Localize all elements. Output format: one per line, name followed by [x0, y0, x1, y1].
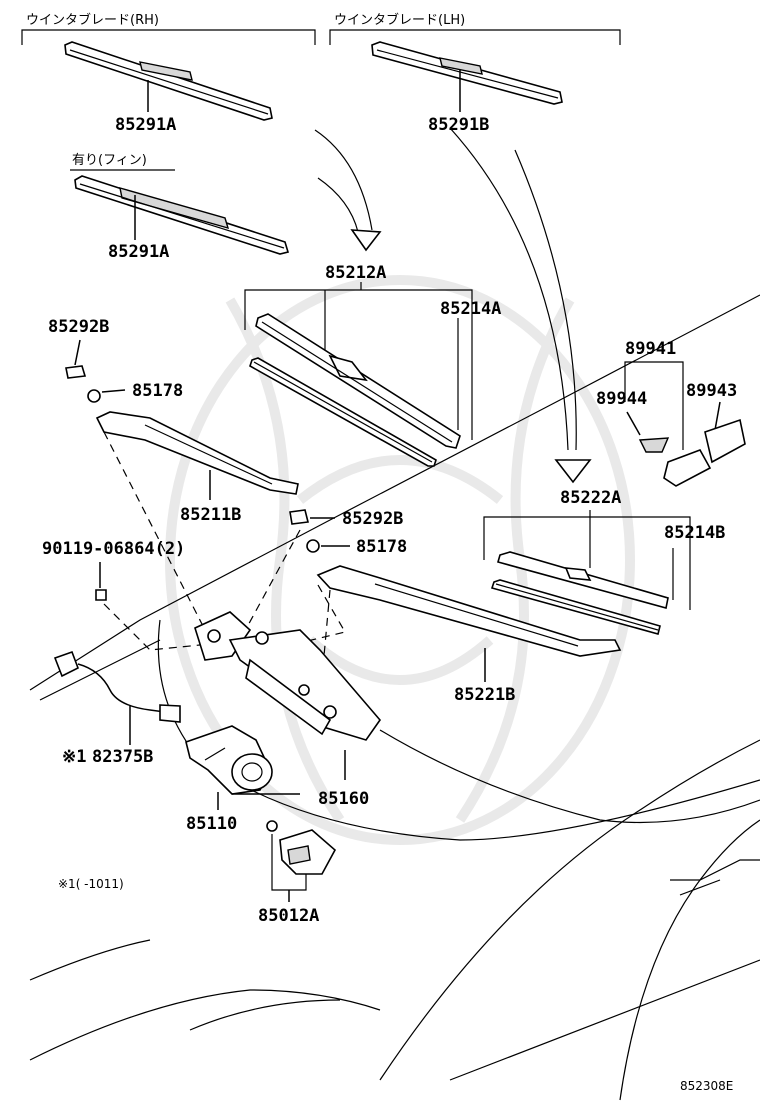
nut-85178-upper — [87, 389, 101, 403]
part-85221B: 85221B — [454, 685, 515, 705]
part-85212A: 85212A — [325, 263, 386, 283]
part-85110: 85110 — [186, 814, 237, 834]
part-82375B: 82375B — [92, 747, 153, 767]
part-85214B: 85214B — [664, 523, 725, 543]
wiper-motor-85110 — [185, 725, 273, 795]
vehicle-body-outline — [29, 294, 760, 1101]
diagram-code: 852308E — [680, 1079, 733, 1093]
clip-89943 — [704, 418, 746, 464]
part-85291A-fin: 85291A — [108, 242, 169, 262]
part-85160: 85160 — [318, 789, 369, 809]
part-85291B: 85291B — [428, 115, 489, 135]
part-85178-upper: 85178 — [132, 381, 183, 401]
bolt-90119 — [95, 589, 107, 601]
wiper-blade-85212A — [249, 313, 461, 467]
mark-82375B: ※1 — [62, 747, 86, 767]
part-85211B: 85211B — [180, 505, 241, 525]
part-85178-lower: 85178 — [356, 537, 407, 557]
part-85292B-lower: 85292B — [342, 509, 403, 529]
wiper-arm-85221B — [316, 565, 622, 657]
winter-blade-lh — [371, 41, 563, 105]
part-85291A-rh: 85291A — [115, 115, 176, 135]
wire-harness-82375B — [53, 650, 181, 723]
part-89944: 89944 — [596, 389, 647, 409]
part-85012A: 85012A — [258, 906, 319, 926]
module-85012A — [266, 820, 337, 875]
part-85292B-upper: 85292B — [48, 317, 109, 337]
fin-variant-header: 有り(フィン) — [72, 153, 147, 168]
header-brackets — [21, 29, 621, 171]
part-85214A: 85214A — [440, 299, 501, 319]
watermark-emblem — [165, 275, 635, 845]
pad-89944 — [638, 437, 670, 453]
winter-blade-fin — [74, 175, 290, 255]
wiper-arm-85211B — [95, 411, 299, 495]
wiper-blade-85222A — [490, 551, 669, 635]
part-89943: 89943 — [686, 381, 737, 401]
flow-arrows — [314, 127, 592, 484]
wiper-linkage-85160 — [194, 611, 382, 741]
part-85222A: 85222A — [560, 488, 621, 508]
part-90119-06864: 90119-06864(2) — [42, 539, 185, 559]
nut-85178-lower — [306, 539, 320, 553]
winter-blade-rh — [64, 41, 273, 121]
cap-85292B-upper — [65, 365, 87, 379]
part-89941: 89941 — [625, 339, 676, 359]
cap-85292B-lower — [289, 509, 309, 525]
footnote: ※1( -1011) — [58, 877, 124, 891]
winter-blade-lh-header: ウインタブレード(LH) — [334, 12, 465, 28]
cap-89941 — [663, 449, 712, 487]
winter-blade-rh-header: ウインタブレード(RH) — [26, 12, 159, 28]
